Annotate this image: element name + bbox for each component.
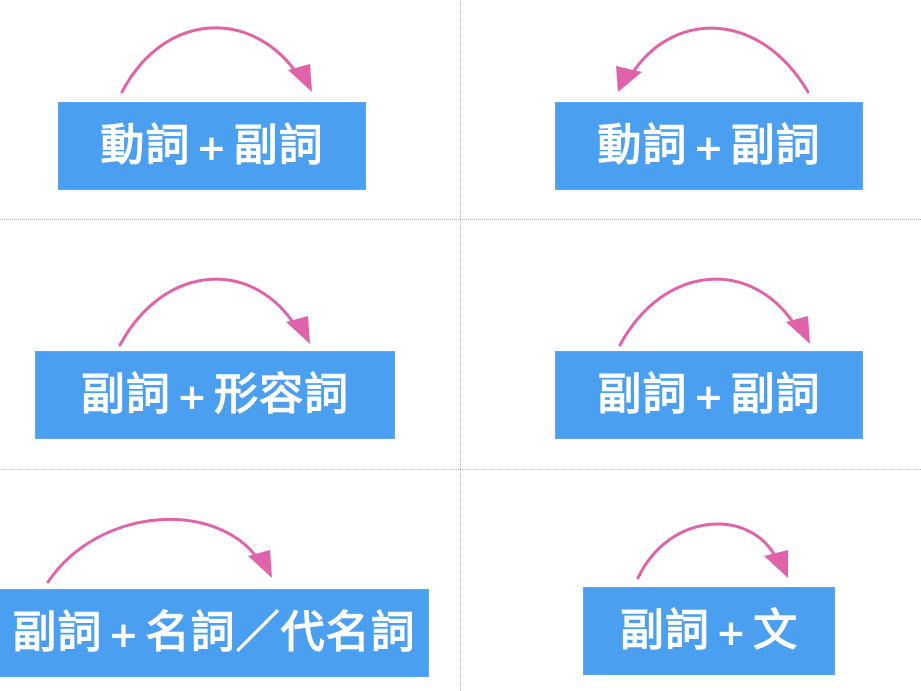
grid-divider-horizontal-1 — [0, 219, 921, 220]
card-6-right: 文 — [753, 605, 799, 656]
plus-sign: + — [176, 377, 209, 418]
card-2-right: 副詞 — [730, 120, 821, 171]
card-2-label: 動詞+副詞 — [556, 103, 862, 189]
card-1-label: 動詞+副詞 — [59, 103, 365, 189]
grid-divider-vertical — [460, 0, 461, 691]
plus-sign: + — [693, 128, 725, 169]
plus-sign: + — [693, 377, 725, 418]
card-4-label: 副詞+副詞 — [556, 352, 862, 438]
card-5-left: 副詞 — [12, 607, 103, 658]
card-5-label: 副詞+名詞／代名詞 — [0, 590, 428, 676]
card-2-left: 動詞 — [597, 120, 688, 171]
plus-sign: + — [715, 613, 748, 654]
card-5-right: 名詞／代名詞 — [145, 607, 416, 658]
plus-sign: + — [108, 615, 140, 656]
card-6-left: 副詞 — [619, 605, 710, 656]
card-1-left: 動詞 — [100, 120, 191, 171]
plus-sign: + — [196, 128, 228, 169]
grid-divider-horizontal-2 — [0, 469, 921, 470]
card-3-label: 副詞+形容詞 — [36, 352, 394, 438]
card-4-right: 副詞 — [730, 369, 821, 420]
card-3-left: 副詞 — [80, 369, 171, 420]
card-6-label: 副詞+文 — [584, 588, 834, 674]
card-4-left: 副詞 — [597, 369, 688, 420]
card-1-right: 副詞 — [233, 120, 324, 171]
card-3-right: 形容詞 — [214, 369, 350, 420]
